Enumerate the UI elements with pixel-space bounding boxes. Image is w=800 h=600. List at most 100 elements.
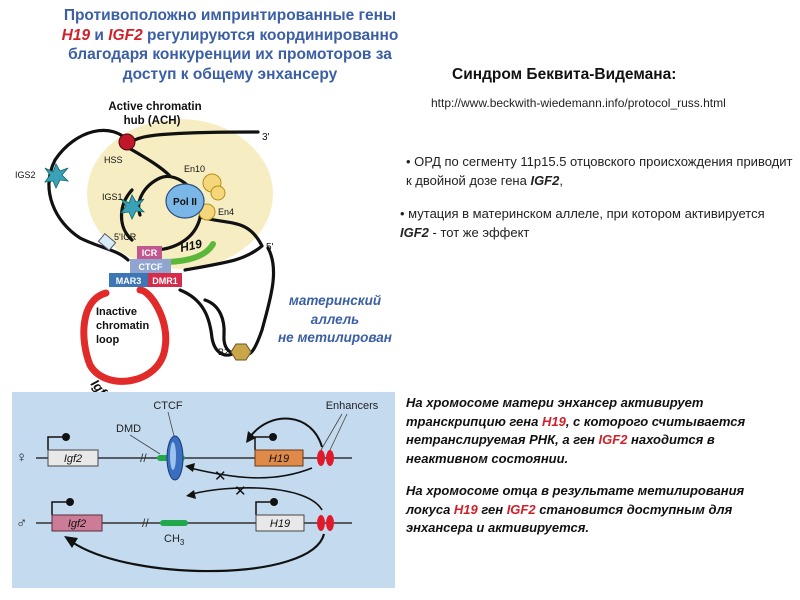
female-enhancer-1 [317,450,325,466]
schematic-panel [12,392,395,588]
bullet-marker: • [406,154,411,169]
inactive-label-1: Inactive [96,306,137,318]
syndrome-bullets: • ОРД по сегменту 11p15.5 отцовского про… [400,152,795,256]
male-enhancer-2 [326,515,334,531]
p1-text-a: На хромосоме матери энхансер активирует … [406,395,704,429]
end3-label: 3' [262,132,270,143]
p2-text-c: становится доступным для энхансера и акт… [406,501,733,536]
maternal-description: На хромосоме матери энхансер активирует … [406,394,786,468]
ctcf-top-label: CTCF [153,400,183,412]
male-enhancer-arrow [71,533,326,573]
p2-gene-igf2: IGF2 [506,501,536,517]
enhancers-leader-1 [320,413,343,451]
p2-text-a: На хромосоме отца в результате метилиров… [406,483,745,517]
slide-title: Противоположно импринтированные гены H19… [20,6,440,84]
b2-hexagon-icon [230,343,252,361]
dmd-leader [129,434,161,455]
p2-gene-h19: H19 [453,501,478,517]
h19-label: H19 [179,237,204,255]
male-igf2-gene: Igf2 [51,498,103,532]
male-blocked-head [186,490,196,499]
male-symbol-icon: ♂ [16,515,27,532]
maternal-line-1: материнский [288,293,382,308]
title-line-2-rest: регулируются координированно [142,26,399,44]
bullet-marker: • [400,206,405,221]
igs2-star-icon [44,163,70,189]
mar3-box [109,273,148,287]
b2-label: B2 [218,347,229,357]
break-mark-female: // [140,451,147,465]
maternal-line-3: не метилирован [278,330,392,345]
female-igf2-gene: Igf2 [47,433,99,467]
maternal-line-2: аллель [310,311,360,327]
syndrome-title: Синдром Беквита-Видемана: [452,66,677,83]
icr5-label: 5'ICR [114,232,137,242]
female-enhancer-arrow [249,417,323,448]
ch3-main: CH [164,533,180,545]
dmd-label: DMD [116,423,141,435]
bullet-upd-gene: IGF2 [530,173,560,188]
enhancers-label: Enhancers [326,400,379,412]
icr-box [137,246,162,259]
ctcf-leader [167,411,175,437]
female-enhancer-2 [326,450,334,466]
igs1-label: IGS1 [102,192,123,202]
title-line-3: благодаря конкуренции их промоторов за [68,46,392,63]
title-line-4: доступ к общему энхансеру [122,65,338,83]
male-blocked-arrow [191,487,323,511]
bullet-upd: • ОРД по сегменту 11p15.5 отцовского про… [400,152,795,190]
title-gene-h19: H19 [61,26,91,44]
title-line-2: H19 и IGF2 регулируются координированно [20,26,440,46]
ctcf-label: CTCF [139,262,163,272]
male-arrow-head [64,536,78,548]
icr5-box [97,232,117,252]
bullet-upd-end: , [559,173,563,188]
enhancers-leader-2 [329,413,348,451]
p1-text-b: , с которого считывается нетранслируемая… [406,413,746,448]
igs1-star-icon [120,194,146,220]
maternal-allele-note: материнский аллель не метилирован [260,292,410,348]
inactive-label-3: loop [96,334,119,346]
pol2-label: Pol II [173,197,197,208]
hss-label: HSS [104,155,123,165]
ch3-subscript: 3 [180,538,185,547]
female-blocked-arrow [189,467,313,479]
ach-label-1: Active chromatin [108,101,201,113]
inactive-chromatin-loop [80,286,170,385]
title-and: и [90,26,109,44]
female-block-x-icon: ✕ [214,468,227,485]
female-arrow-head [246,431,256,443]
dmr1-box [148,273,182,287]
paternal-description: На хромосоме отца в результате метилиров… [406,482,786,538]
female-h19-gene: H19 [254,433,304,467]
syndrome-url[interactable]: http://www.beckwith-wiedemann.info/proto… [431,96,726,110]
ctcf-box [130,259,171,273]
p2-text-b: ген [477,501,507,517]
female-blocked-head [185,463,195,472]
p1-gene-igf2: IGF2 [598,432,628,447]
description-text: На хромосоме матери энхансер активирует … [406,394,786,552]
dmr1-label: DMR1 [152,276,178,286]
enhancer-en10b [210,185,226,201]
bullet-mutation-end: - тот же эффект [428,225,530,240]
male-h19-gene: H19 [255,498,305,532]
male-enhancer-1 [317,515,325,531]
end5-label: 5' [266,242,274,253]
male-dmd-bar [160,520,188,526]
female-igf2-label: Igf2 [64,453,82,465]
mar3-label: MAR3 [116,276,142,286]
title-line-1: Противоположно импринтированные гены [63,7,397,24]
female-symbol-icon: ♀ [16,449,27,466]
ctcf-highlight [170,442,176,470]
title-gene-igf2: IGF2 [108,26,143,44]
igs2-label: IGS2 [15,170,36,180]
pol2-complex [165,183,205,219]
break-mark-male: // [142,516,149,530]
p1-gene-h19: H19 [541,413,566,429]
bullet-mutation-text: мутация в материнском аллеле, при которо… [404,206,765,221]
ach-label-2: hub (ACH) [124,115,181,127]
ch3-label: CH3 [164,533,185,547]
en10-label: En10 [184,164,205,174]
male-igf2-label: Igf2 [68,518,86,530]
p1-text-c: находится в неактивном состоянии. [406,432,715,466]
